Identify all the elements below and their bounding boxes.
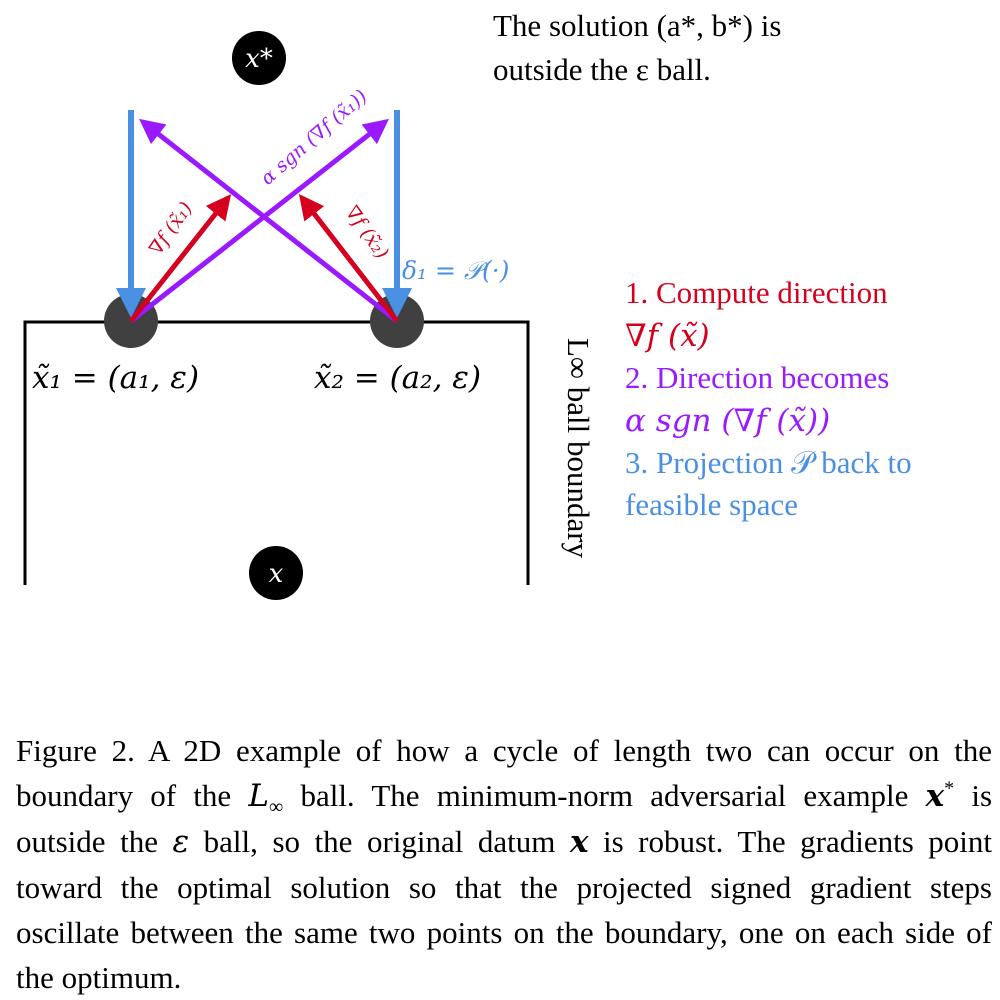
caption-text-2: ball. The minimum-norm adversarial examp… xyxy=(283,778,926,813)
gradient-arrow-1 xyxy=(129,194,232,323)
grad2-label: ∇f (x̃₂) xyxy=(341,202,393,263)
legend-step3-line2: feasible space xyxy=(625,487,798,522)
point-x-star xyxy=(232,31,286,85)
x1-label: x̃₁ = (a₁, ε) xyxy=(32,360,199,396)
projection-label: δ₁ = 𝒫(·) xyxy=(402,256,509,285)
caption-text-5: is robust. The gradients point toward th… xyxy=(16,824,993,995)
caption-math-xstar-sup: * xyxy=(944,777,955,800)
sign-label: α sgn (∇f (x̃₁)) xyxy=(257,85,372,189)
point-x xyxy=(249,546,303,600)
caption-math-epsilon: ε xyxy=(172,824,190,860)
point-x-star-label: x* xyxy=(245,44,273,74)
caption-math-linf: L xyxy=(248,778,269,814)
caption-math-linf-sub: ∞ xyxy=(268,796,284,819)
caption-text-4: ball, so the original datum xyxy=(189,824,570,859)
signed-gradient-arrow-2 xyxy=(139,118,399,323)
legend-step2-line2: α sgn (∇f (x̃)) xyxy=(625,403,830,439)
point-x-label: x xyxy=(269,559,284,589)
gradient-arrow-2 xyxy=(298,194,399,323)
legend-step1-line2: ∇f (x̃) xyxy=(625,318,710,354)
figure-diagram: x* x x̃₁ = (a₁, ε) x̃₂ = (a₂, ε) ∇f (x̃₁… xyxy=(23,8,912,600)
signed-gradient-arrow-1 xyxy=(129,118,389,323)
note-line1: The solution (a*, b*) is xyxy=(493,8,781,43)
note-line2: outside the ε ball. xyxy=(493,52,711,87)
legend-step2-line1: 2. Direction becomes xyxy=(625,360,889,395)
caption-text-3: is outside the xyxy=(16,778,993,859)
linf-ball-boundary xyxy=(23,320,530,585)
caption-math-xstar: x xyxy=(925,778,945,814)
x2-label: x̃₂ = (a₂, ε) xyxy=(314,360,481,396)
boundary-label: L∞ ball boundary xyxy=(561,338,596,559)
legend-step3-line1: 3. Projection 𝒫 back to xyxy=(625,445,912,480)
legend-step1-line1: 1. Compute direction xyxy=(625,275,888,310)
figure-caption: Figure 2. A 2D example of how a cycle of… xyxy=(16,728,992,1000)
caption-math-x: x xyxy=(569,824,589,860)
caption-text-1: Figure 2. A 2D example of how a cycle of… xyxy=(16,733,992,813)
